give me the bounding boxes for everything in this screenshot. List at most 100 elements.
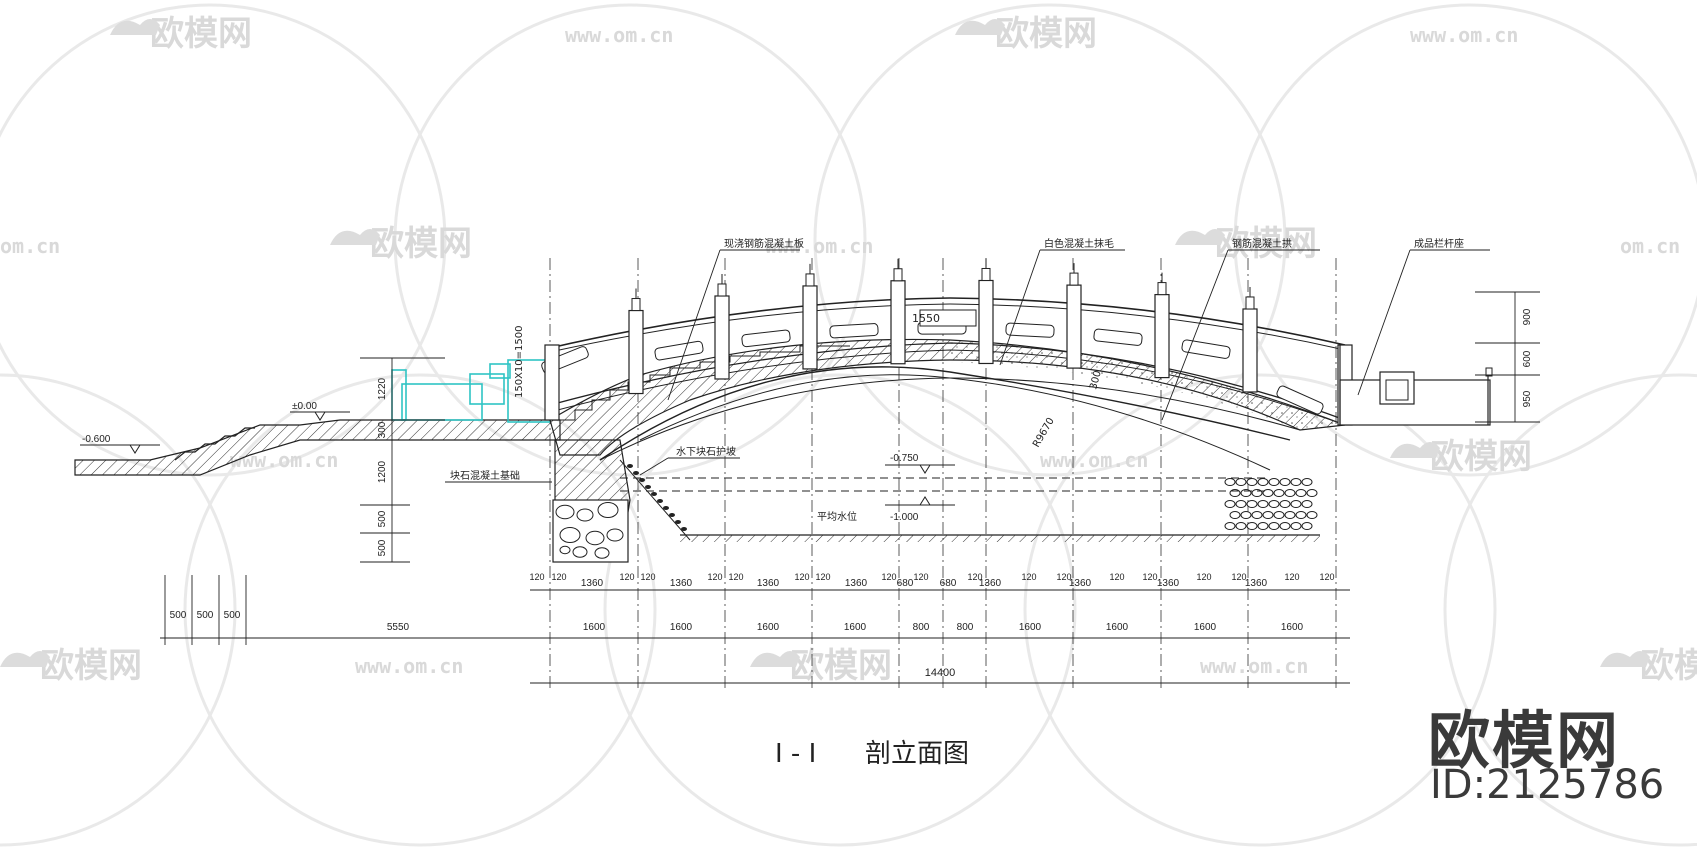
label-thickness: 300	[1088, 369, 1104, 390]
rubble-stone	[585, 530, 605, 546]
railing-post	[802, 285, 818, 370]
watermark-url-partial: om.cn	[0, 234, 60, 258]
revetment-stone	[633, 471, 639, 475]
dim-row1: 120	[529, 572, 544, 582]
rubble-stone	[606, 528, 624, 542]
watermark-logo: 欧模网	[790, 646, 892, 686]
revetment-stone	[657, 499, 663, 503]
dim-row2: 1600	[757, 622, 780, 633]
dim-left-vertical: 500	[377, 510, 388, 527]
dim-row1: 120	[794, 572, 809, 582]
watermark-sofa-icon	[1600, 651, 1650, 667]
label-stone-rail: 成品栏杆座	[1414, 237, 1464, 250]
railing-post	[1066, 284, 1082, 369]
dim-left-vertical: 500	[377, 539, 388, 556]
watermark-logo: 欧模网	[370, 224, 472, 264]
rubble-stone	[1306, 489, 1318, 497]
section-mark: I - I	[775, 739, 816, 769]
watermark-url: www.om.cn	[1410, 23, 1518, 47]
watermark-url: www.om.cn	[1040, 448, 1148, 472]
dim-row1: 120	[967, 572, 982, 582]
rubble-stone	[559, 527, 581, 543]
railing-post	[890, 280, 906, 365]
rubble-stone	[1301, 500, 1313, 508]
railing-post	[1242, 308, 1258, 393]
dim-right-vertical: 900	[1522, 308, 1533, 325]
dim-row1: 1360	[1069, 578, 1092, 589]
dim-row1: 120	[619, 572, 634, 582]
rubble-stone	[1290, 478, 1302, 486]
post-cap	[1157, 282, 1167, 296]
revetment-stone	[645, 485, 651, 489]
rubble-stone	[1295, 489, 1307, 497]
railing-panel-slot	[1181, 339, 1231, 359]
post-cap	[805, 273, 815, 287]
rubble-stone	[1279, 522, 1291, 530]
revetment-stone	[639, 478, 645, 482]
dim-right-vertical: 600	[1522, 350, 1533, 367]
dim-left-row: 500	[224, 610, 241, 621]
drawing-title: 剖立面图	[865, 739, 969, 769]
rubble-stone	[1262, 489, 1274, 497]
label-cast-slab: 现浇钢筋混凝土板	[724, 237, 804, 250]
watermark-url: www.om.cn	[355, 654, 463, 678]
elevation-w2: -1.000	[890, 512, 919, 523]
watermark-sofa-icon	[330, 229, 380, 245]
dim-row1: 120	[1284, 572, 1299, 582]
rubble-stone	[1251, 511, 1263, 519]
dim-row1: 1360	[845, 578, 868, 589]
rubble-stone	[572, 546, 588, 558]
railing-panel-slot	[654, 340, 704, 361]
dim-row1: 120	[815, 572, 830, 582]
railing-post	[978, 279, 994, 365]
dim-row1: 1360	[581, 578, 604, 589]
dim-row1: 1360	[1157, 578, 1180, 589]
rubble-stone	[1290, 500, 1302, 508]
revetment-stone	[675, 520, 681, 524]
post-cap	[631, 298, 641, 312]
watermark-sofa-icon	[1390, 442, 1440, 458]
watermark-sofa-icon	[955, 19, 1005, 35]
rubble-stone	[1224, 500, 1236, 508]
rubble-stone	[1268, 478, 1280, 486]
watermark-logo: 欧模网	[40, 646, 142, 686]
watermark-sofa-icon	[1175, 229, 1225, 245]
post-cap	[1245, 296, 1255, 310]
dim-row1: 680	[897, 578, 914, 589]
rubble-stone	[1224, 522, 1236, 530]
dim-left-vertical: 300	[377, 421, 388, 438]
deck-center-frame	[919, 309, 977, 327]
revetment-stone	[651, 492, 657, 496]
label-deck-width: 1550	[912, 312, 940, 325]
dim-row1: 120	[707, 572, 722, 582]
rubble-stone	[1301, 522, 1313, 530]
revetment-stone	[627, 464, 633, 468]
water-lines	[620, 477, 1270, 492]
end-post-left	[544, 344, 560, 421]
rubble-stone	[1301, 478, 1313, 486]
post-cap	[893, 268, 903, 282]
railing-panel-slot	[1276, 385, 1324, 415]
vertical-dims-left	[360, 357, 445, 563]
rubble-stone	[594, 547, 610, 559]
dim-row2: 800	[913, 622, 930, 633]
rubble-stone	[1246, 500, 1258, 508]
dim-row1: 120	[881, 572, 896, 582]
dim-row1: 120	[1109, 572, 1124, 582]
dim-row1: 120	[1196, 572, 1211, 582]
railing-panel-slot	[1005, 322, 1055, 338]
vertical-dims-right	[1475, 291, 1540, 423]
dim-left-row: 5550	[387, 622, 410, 633]
dim-row1: 1360	[757, 578, 780, 589]
rubble-stone	[559, 545, 571, 555]
watermark-logo: 欧模网	[1640, 646, 1697, 686]
dim-row2: 1600	[1281, 622, 1304, 633]
rubble-stone	[1284, 489, 1296, 497]
watermark-url: www.om.cn	[765, 234, 873, 258]
rubble-stone	[1279, 500, 1291, 508]
arch-structure	[549, 297, 1346, 471]
rubble-stone	[576, 508, 594, 522]
dim-row1: 1360	[670, 578, 693, 589]
rubble-stone	[1306, 511, 1318, 519]
